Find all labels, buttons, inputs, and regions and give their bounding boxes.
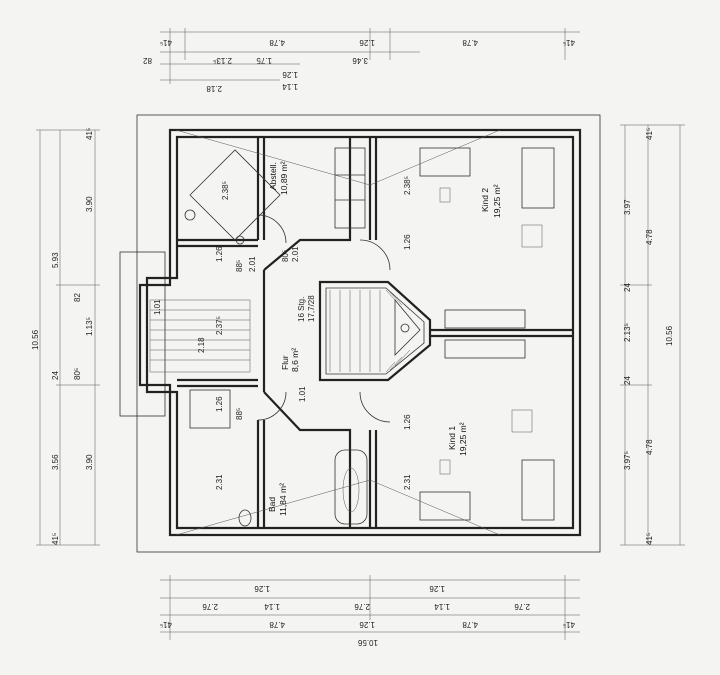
dim-left-5: 24 <box>51 371 60 380</box>
dim-bot-1b: 1.26 <box>429 584 445 593</box>
dim-left-b: 2.37⁵ <box>215 316 224 335</box>
dim-right-0: 41⁵ <box>645 128 654 140</box>
dim-left-6: 3.56 <box>51 454 60 470</box>
dim-right-outer: 10.56 <box>665 325 674 346</box>
dim-bot-1a: 1.26 <box>254 584 270 593</box>
dim-top-3b: 1.26 <box>282 70 298 79</box>
dim-bot-2c: 2.76 <box>354 602 370 611</box>
exterior-walls <box>138 128 582 537</box>
dim-top-1e: 41⁵ <box>563 38 575 47</box>
dim-window: 1.01 <box>153 299 162 315</box>
dim-left-0: 41⁵ <box>85 128 94 140</box>
dim-abstell-h: 2.38⁵ <box>221 181 230 200</box>
dim-left-7: 3.90 <box>85 454 94 470</box>
left-dimensions: 41⁵ 3.90 82 1.13⁵ 80⁵ 24 3.56 3.90 41⁵ 5… <box>31 128 100 546</box>
room-abstell-area: 10,89 m² <box>279 161 289 195</box>
dim-top-4a: 1.14 <box>282 82 298 91</box>
fixtures <box>149 129 555 536</box>
dim-bot-3a: 41⁵ <box>160 620 172 629</box>
dim-right-7: 3.97⁵ <box>623 451 632 470</box>
dim-flur-a: 2.01 <box>291 246 300 262</box>
dim-bot-3b: 4.78 <box>269 620 285 629</box>
dim-right-5: 24 <box>623 376 632 385</box>
dim-bot-2a: 2.76 <box>202 602 218 611</box>
room-bad-area: 11,84 m² <box>278 483 288 516</box>
dim-left-outer-0: 5.93 <box>51 252 60 268</box>
room-flur-name: Flur <box>280 355 290 370</box>
room-kind1-name: Kind 1 <box>447 426 457 450</box>
dim-top-2c: 1.75 <box>256 56 272 65</box>
door-swings <box>257 214 391 423</box>
dim-right-2: 4.78 <box>645 229 654 245</box>
dim-top-2d: 3.46 <box>352 56 368 65</box>
dim-c1: 88⁵ <box>235 260 244 272</box>
dim-left-a: 1.26 <box>215 246 224 262</box>
dim-left-2: 82 <box>73 293 82 302</box>
dim-bot-2b: 1.14 <box>264 602 280 611</box>
stairs-ratio: 17,7/28 <box>307 295 316 322</box>
staircase <box>329 289 421 373</box>
dim-kind1-h: 2.31 <box>403 474 412 490</box>
dim-left-d: 1.26 <box>215 396 224 412</box>
dim-top-1b: 4.78 <box>269 38 285 47</box>
dim-left-8: 41⁵ <box>51 533 60 545</box>
dim-left-1: 3.90 <box>85 196 94 212</box>
plot-outline <box>136 114 601 553</box>
dim-bot-2d: 1.14 <box>434 602 450 611</box>
dim-hall-a: 1.01 <box>298 386 307 402</box>
dim-kind2-h: 2.38⁵ <box>403 176 412 195</box>
dim-flur-b: 80⁵ <box>281 250 290 262</box>
dim-bot-2e: 2.76 <box>514 602 530 611</box>
dim-bad-h: 2.31 <box>215 474 224 490</box>
top-dimensions: 41⁵ 4.78 1.26 4.78 41⁵ 82 2.13⁵ 1.75 3.4… <box>143 28 580 93</box>
interior-walls <box>177 137 573 528</box>
dim-bot-4a: 10.56 <box>357 638 378 647</box>
dim-top-2b: 2.13⁵ <box>213 56 232 65</box>
interior-dimensions: 2.38⁵ 2.01 80⁵ 2.31 2.31 2.38⁵ 1.26 2.37… <box>153 176 412 490</box>
dim-top-2a: 82 <box>143 56 152 65</box>
dim-bot-3d: 4.78 <box>462 620 478 629</box>
dim-top-1c: 1.26 <box>359 38 375 47</box>
dim-right-6: 4.78 <box>645 439 654 455</box>
dim-c3: 88⁵ <box>235 408 244 420</box>
dim-left-outer-1: 10.56 <box>31 329 40 350</box>
dim-left-4: 80⁵ <box>73 368 82 380</box>
dim-bot-3c: 1.26 <box>359 620 375 629</box>
dim-bot-3e: 41⁵ <box>563 620 575 629</box>
dim-top-1a: 41⁵ <box>160 38 172 47</box>
room-kind1-area: 19,25 m² <box>458 422 468 456</box>
room-flur-area: 8,6 m² <box>290 348 300 372</box>
dim-top-3a: 2.18 <box>206 84 222 93</box>
dim-left-3: 1.13⁵ <box>85 317 94 336</box>
dim-c2: 2.01 <box>248 256 257 272</box>
room-kind2-name: Kind 2 <box>480 188 490 212</box>
stairs-steps: 16 Stg. <box>297 297 306 322</box>
dim-s1: 1.26 <box>403 234 412 250</box>
right-dimensions: 41⁵ 3.97 4.78 24 2.13⁵ 24 4.78 3.97⁵ 41⁵… <box>620 124 685 546</box>
room-abstell-name: Abstell. <box>268 162 278 190</box>
room-labels: Kind 2 19,25 m² Kind 1 19,25 m² Flur 8,6… <box>267 161 502 516</box>
bottom-dimensions: 1.26 1.26 2.76 1.14 2.76 1.14 2.76 41⁵ 4… <box>160 575 580 647</box>
dim-top-1d: 4.78 <box>462 38 478 47</box>
dim-right-8: 41⁵ <box>645 533 654 545</box>
room-kind2-area: 19,25 m² <box>492 184 502 218</box>
dim-s2: 1.26 <box>403 414 412 430</box>
room-bad-name: Bad <box>267 497 277 512</box>
dim-right-1: 3.97 <box>623 199 632 215</box>
dim-right-3: 24 <box>623 283 632 292</box>
dim-right-4: 2.13⁵ <box>623 323 632 342</box>
dim-left-c: 2.18 <box>197 337 206 353</box>
dormer-outline <box>119 251 166 417</box>
